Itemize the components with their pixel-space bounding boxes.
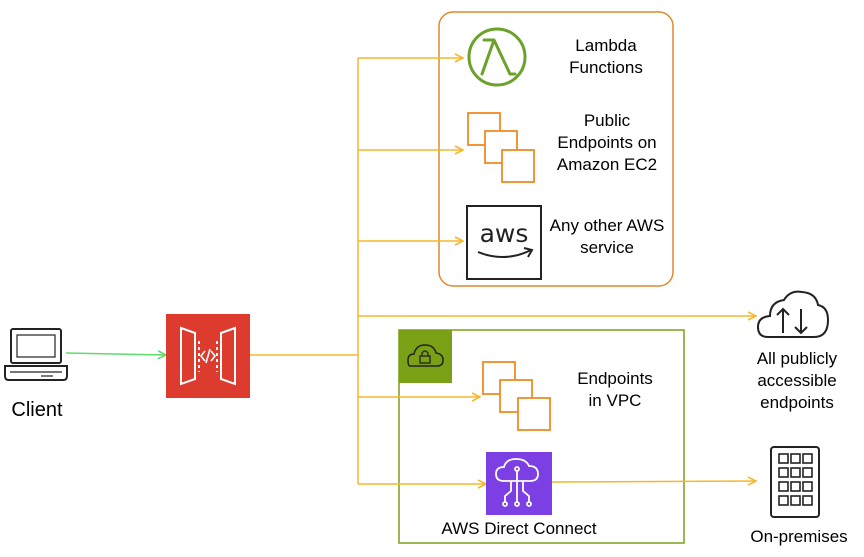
direct-connect-icon — [486, 452, 552, 515]
connector-client-to-api — [65, 353, 166, 355]
vpc-lock-icon — [399, 330, 452, 383]
connectors — [250, 58, 756, 484]
on-premises-label: On-premises — [750, 527, 848, 546]
ec2-public-label: Public Endpoints on Amazon EC2 — [556, 111, 658, 174]
building-icon — [770, 446, 820, 518]
connector-direct-connect-to-onprem — [551, 481, 756, 482]
lambda-label: Lambda Functions — [569, 36, 643, 77]
aws-logo-icon: aws — [466, 205, 542, 280]
vpc-group — [398, 329, 685, 544]
aws-services-group — [438, 11, 674, 287]
ec2-instances-icon — [467, 112, 535, 183]
api-gateway-icon — [166, 314, 250, 398]
direct-connect-label: AWS Direct Connect — [441, 519, 597, 538]
laptop-icon — [4, 328, 68, 381]
aws-other-label: Any other AWS service — [549, 216, 665, 257]
svg-text:aws: aws — [480, 219, 529, 248]
client-label: Client — [11, 399, 63, 421]
ec2-instances-icon — [482, 361, 551, 431]
cloud-upload-download-icon — [756, 290, 830, 338]
internet-label: All publicly accessible endpoints — [756, 349, 838, 412]
lambda-icon — [467, 27, 527, 87]
vpc-endpoints-label: Endpoints in VPC — [577, 369, 653, 410]
